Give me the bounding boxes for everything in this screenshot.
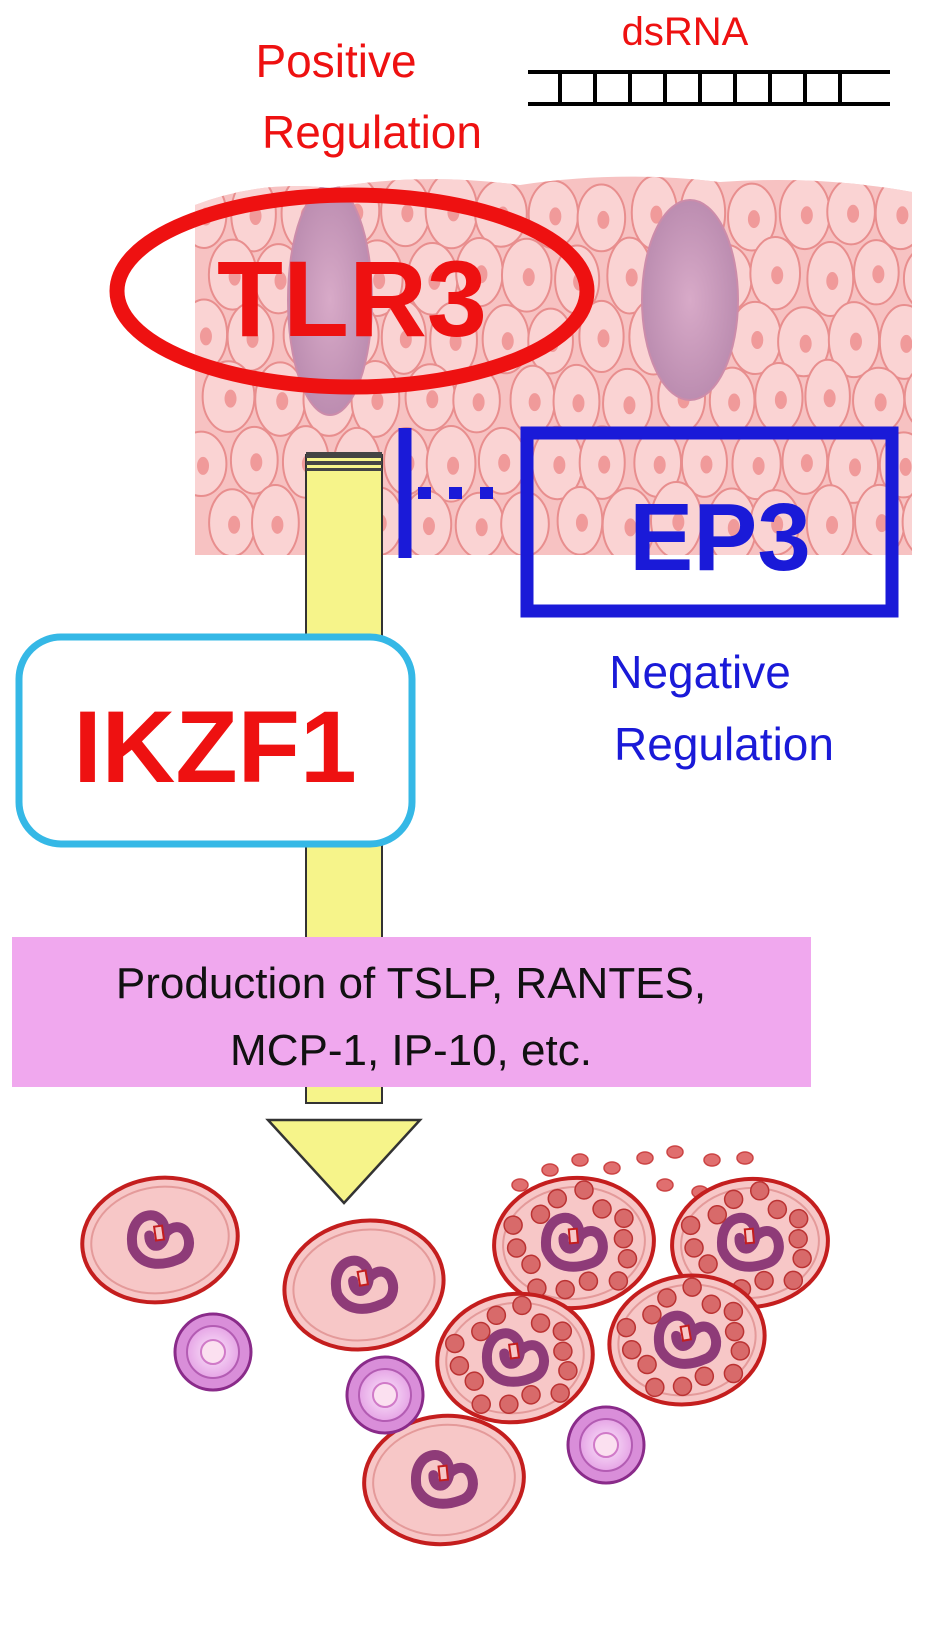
lymphocyte xyxy=(566,1405,646,1485)
neutrophil xyxy=(282,1218,446,1352)
epithelial-cell xyxy=(826,178,876,246)
tlr3-label: TLR3 xyxy=(217,238,487,359)
epithelial-cell xyxy=(649,481,703,555)
epithelial-cell xyxy=(805,484,855,555)
granule xyxy=(541,1163,559,1177)
epithelial-cell xyxy=(749,236,802,311)
epithelial-cell xyxy=(477,426,527,495)
granule xyxy=(511,1178,529,1192)
production-label-line1: Production of TSLP, RANTES, xyxy=(116,959,706,1008)
epithelial-cell xyxy=(852,366,906,435)
epithelial-cell xyxy=(806,240,855,317)
vessel-right xyxy=(641,199,739,401)
inhibition-symbol xyxy=(398,428,500,558)
eosinophil xyxy=(435,1291,595,1425)
production-label-line2: MCP-1, IP-10, etc. xyxy=(230,1026,592,1075)
ep3-label: EP3 xyxy=(629,484,810,591)
epithelial-cell xyxy=(901,487,912,555)
granule xyxy=(603,1161,621,1175)
epithelial-cell xyxy=(500,237,553,313)
epithelial-cell xyxy=(749,489,801,555)
eosinophil xyxy=(670,1176,830,1310)
epithelial-cell xyxy=(804,358,851,434)
epithelial-cell xyxy=(425,425,477,503)
epithelial-cell xyxy=(903,364,912,431)
epithelial-cell xyxy=(874,176,912,251)
neutrophil xyxy=(80,1175,240,1305)
granule xyxy=(656,1178,674,1192)
epithelial-cell xyxy=(454,491,505,555)
epithelial-cell xyxy=(578,425,626,500)
negative-regulation-label-line1: Negative xyxy=(609,646,791,698)
epithelial-cell xyxy=(727,182,777,252)
epithelial-cell xyxy=(578,299,625,374)
eosinophil xyxy=(607,1273,767,1407)
epithelial-cell xyxy=(706,487,758,555)
epithelial-cell xyxy=(208,488,257,555)
negative-regulation-label-line2: Regulation xyxy=(614,718,834,770)
epithelial-cell xyxy=(680,427,728,498)
epithelial-tissue xyxy=(195,176,912,555)
granule xyxy=(636,1151,654,1165)
granule xyxy=(736,1151,754,1165)
granule xyxy=(571,1153,589,1167)
epithelial-cell xyxy=(827,426,880,504)
epithelial-cell xyxy=(778,176,831,251)
lymphocyte xyxy=(173,1312,253,1392)
granule xyxy=(666,1145,684,1159)
epithelial-cell xyxy=(509,364,556,436)
ikzf1-box xyxy=(15,633,416,848)
production-box xyxy=(12,937,811,1087)
epithelial-cell xyxy=(878,303,912,380)
epithelial-cell xyxy=(902,244,912,313)
epithelial-cell xyxy=(380,176,431,248)
dsrna-label: dsRNA xyxy=(622,10,749,54)
lymphocyte xyxy=(345,1355,425,1435)
eosinophil xyxy=(492,1175,656,1311)
epithelial-cell xyxy=(226,302,275,372)
tlr3-outline xyxy=(109,187,595,395)
epithelial-cell xyxy=(229,425,279,495)
epithelial-cell xyxy=(429,301,478,379)
epithelial-cell xyxy=(731,427,782,501)
epithelial-cell xyxy=(195,430,228,498)
epithelial-cell xyxy=(754,361,804,435)
ep3-box xyxy=(520,426,899,618)
epithelial-cell xyxy=(576,183,627,253)
epithelial-cell xyxy=(380,299,427,375)
positive-regulation-label-line2: Regulation xyxy=(262,106,482,158)
epithelial-cell xyxy=(606,236,654,315)
ikzf1-label: IKZF1 xyxy=(73,690,356,804)
inflammatory-cells xyxy=(80,1175,830,1547)
epithelial-cell xyxy=(556,485,604,555)
neutrophil xyxy=(362,1413,526,1547)
positive-regulation-label-line1: Positive xyxy=(255,35,416,87)
granule xyxy=(703,1153,721,1167)
epithelial-cell xyxy=(777,306,831,378)
epithelial-cell xyxy=(853,239,900,306)
epithelial-cell xyxy=(251,483,300,555)
dsrna-symbol xyxy=(528,70,890,106)
